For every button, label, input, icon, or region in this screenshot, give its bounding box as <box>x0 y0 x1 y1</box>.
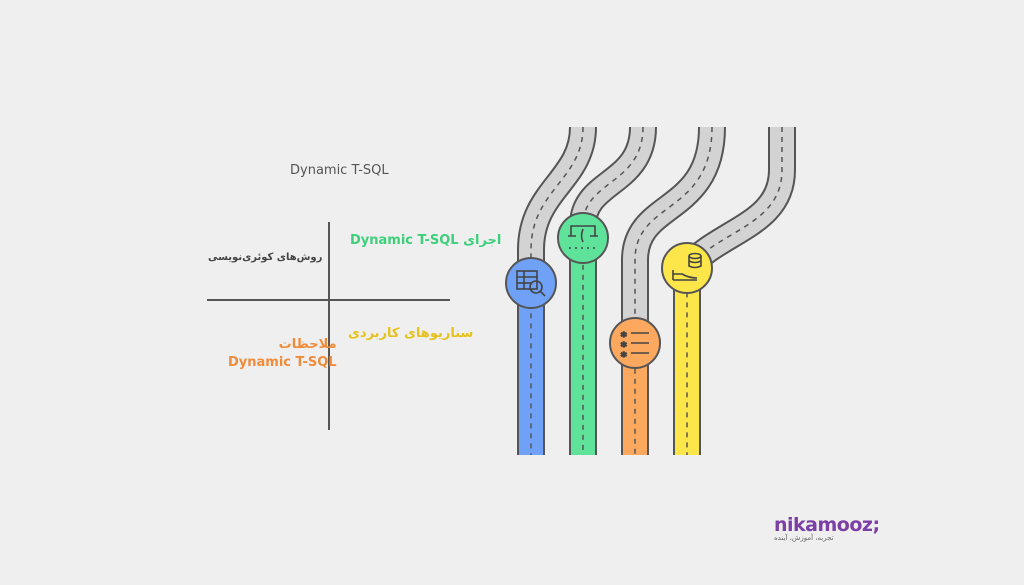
considerations-line1: ملاحظات <box>278 337 337 352</box>
svg-text:*: * <box>621 350 627 363</box>
quadrant-execute: اجرای Dynamic T-SQL <box>350 233 502 248</box>
quadrant-considerations: ملاحظات Dynamic T-SQL <box>228 336 337 372</box>
database-icon <box>672 252 702 281</box>
table-search-icon <box>516 270 546 297</box>
download-tray-icon <box>568 225 598 249</box>
quadrant-query-methods: روش‌های کوئری‌نویسی <box>208 252 323 263</box>
logo-tagline: تجربه، آموزش، آینده <box>774 534 834 542</box>
road-center-line <box>634 126 713 455</box>
road-center-line <box>686 127 783 455</box>
vertical-axis <box>328 222 330 430</box>
svg-text:*: * <box>621 330 627 343</box>
considerations-line2: Dynamic T-SQL <box>228 355 337 370</box>
horizontal-axis <box>207 299 450 301</box>
logo-name: nikamooz; <box>774 514 880 536</box>
road-milestone-4 <box>661 242 713 294</box>
diagram-title: Dynamic T-SQL <box>290 163 389 178</box>
nikamooz-logo: nikamooz; تجربه، آموزش، آینده <box>774 514 880 542</box>
quadrant-scenarios: سناریوهای کاربردی <box>348 326 474 341</box>
list-icon: *** <box>620 329 649 364</box>
road-milestone-2 <box>557 212 609 264</box>
road-center-line <box>530 126 584 455</box>
svg-text:*: * <box>621 340 627 353</box>
